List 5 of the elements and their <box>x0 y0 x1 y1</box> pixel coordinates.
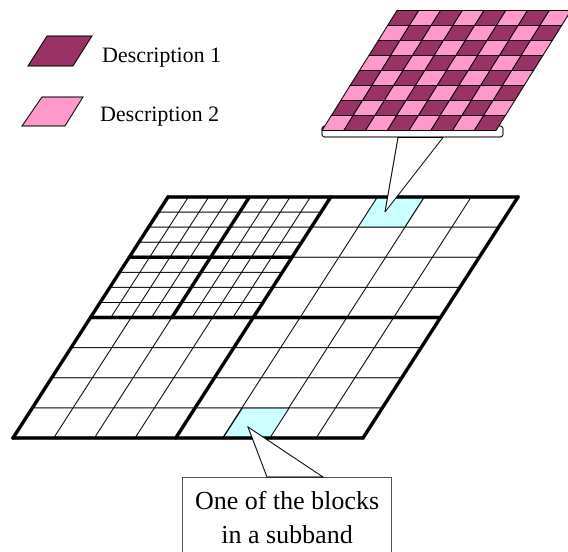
legend-label: Description 2 <box>100 101 220 127</box>
callout-text: One of the blocks in a subband <box>194 485 380 551</box>
callout-pointer <box>246 426 325 478</box>
callout-pointer <box>384 137 444 212</box>
legend-label: Description 1 <box>102 42 222 68</box>
